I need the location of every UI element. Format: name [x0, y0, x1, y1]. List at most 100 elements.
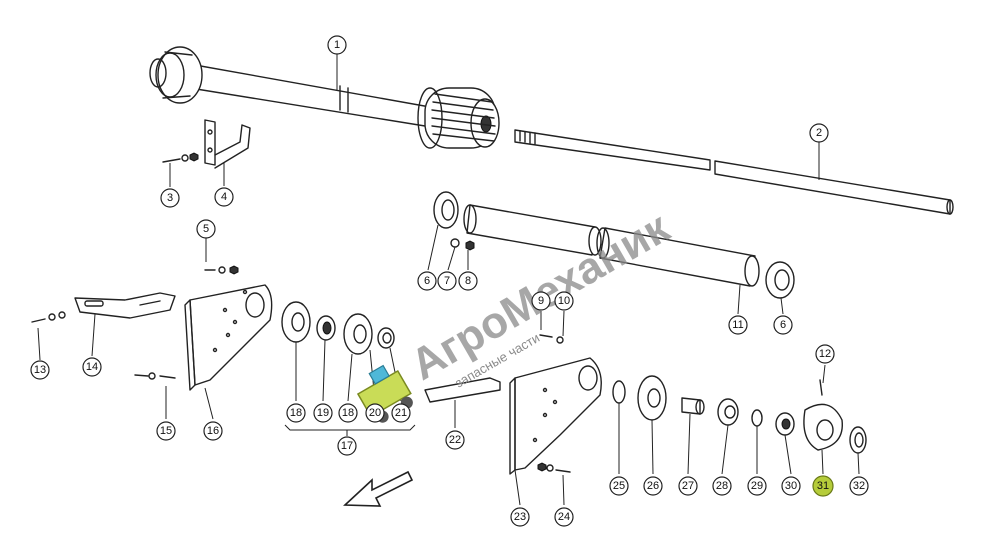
callout-circle — [82, 357, 102, 377]
callout-18[interactable]: 18 — [338, 403, 358, 423]
leader-lines — [37, 54, 860, 506]
callout-16[interactable]: 16 — [203, 421, 223, 441]
callout-30[interactable]: 30 — [781, 476, 801, 496]
callout-label: 25 — [613, 480, 625, 492]
callout-28[interactable]: 28 — [712, 476, 732, 496]
callout-circle — [156, 421, 176, 441]
callout-4[interactable]: 4 — [214, 187, 234, 207]
callout-label: 4 — [221, 191, 227, 203]
callout-label: 22 — [449, 434, 461, 446]
callout-3[interactable]: 3 — [160, 188, 180, 208]
callout-label: 30 — [785, 480, 797, 492]
callout-circle — [678, 476, 698, 496]
callout-29[interactable]: 29 — [747, 476, 767, 496]
callout-14[interactable]: 14 — [82, 357, 102, 377]
callout-label: 8 — [465, 275, 471, 287]
callout-circle — [849, 476, 869, 496]
callout-9[interactable]: 9 — [531, 291, 551, 311]
callout-label: 32 — [853, 480, 865, 492]
bearing-stack — [612, 375, 867, 454]
callout-20[interactable]: 20 — [365, 403, 385, 423]
direction-arrow-icon — [343, 470, 414, 507]
callout-label: 21 — [395, 407, 407, 419]
callout-15[interactable]: 15 — [156, 421, 176, 441]
callout-31[interactable]: 31 — [812, 475, 834, 497]
callout-circle — [160, 188, 180, 208]
callout-label: 13 — [34, 364, 46, 376]
callout-label: 1 — [334, 39, 340, 51]
callout-circle — [747, 476, 767, 496]
callout-circle — [286, 403, 306, 423]
callout-8[interactable]: 8 — [458, 271, 478, 291]
callout-label: 19 — [317, 407, 329, 419]
callout-label: 23 — [514, 511, 526, 523]
callout-label: 17 — [341, 440, 353, 452]
callout-circle — [30, 360, 50, 380]
callout-circle — [338, 403, 358, 423]
callout-label: 15 — [160, 425, 172, 437]
callout-label: 11 — [732, 319, 743, 331]
callout-label: 29 — [751, 480, 763, 492]
callout-32[interactable]: 32 — [849, 476, 869, 496]
callout-6[interactable]: 6 — [417, 271, 437, 291]
splined-shaft — [514, 129, 954, 215]
callout-label: 26 — [647, 480, 659, 492]
callout-circle — [712, 476, 732, 496]
callout-circle — [313, 403, 333, 423]
callout-13[interactable]: 13 — [30, 360, 50, 380]
callout-23[interactable]: 23 — [510, 507, 530, 527]
callout-circle — [391, 403, 411, 423]
callout-19[interactable]: 19 — [313, 403, 333, 423]
callout-circle — [728, 315, 748, 335]
callout-22[interactable]: 22 — [445, 430, 465, 450]
callout-label: 9 — [538, 295, 544, 307]
callout-circle — [554, 507, 574, 527]
callout-5[interactable]: 5 — [196, 219, 216, 239]
callout-18[interactable]: 18 — [286, 403, 306, 423]
callout-26[interactable]: 26 — [643, 476, 663, 496]
callout-circle — [609, 476, 629, 496]
callout-circle — [437, 271, 457, 291]
callout-label: 14 — [86, 361, 98, 373]
callout-circle — [815, 344, 835, 364]
callout-circle — [196, 219, 216, 239]
callout-circle — [781, 476, 801, 496]
callout-1[interactable]: 1 — [327, 35, 347, 55]
callout-17[interactable]: 17 — [337, 436, 357, 456]
callout-label: 3 — [167, 192, 173, 204]
callout-circle — [510, 507, 530, 527]
bracket-14 — [31, 292, 176, 323]
callout-circle — [214, 187, 234, 207]
bracket-4 — [162, 119, 251, 169]
callout-label: 7 — [444, 275, 450, 287]
driveshaft-assembly — [149, 46, 500, 149]
callout-2[interactable]: 2 — [809, 123, 829, 143]
callout-circle — [365, 403, 385, 423]
bearing-group-17 — [281, 301, 416, 436]
callout-21[interactable]: 21 — [391, 403, 411, 423]
callout-7[interactable]: 7 — [437, 271, 457, 291]
callout-10[interactable]: 10 — [554, 291, 574, 311]
callout-label: 24 — [558, 511, 570, 523]
callout-label: 5 — [203, 223, 209, 235]
callout-25[interactable]: 25 — [609, 476, 629, 496]
callout-label: 28 — [716, 480, 728, 492]
callout-circle — [773, 315, 793, 335]
callout-label: 27 — [682, 480, 694, 492]
callout-label: 2 — [816, 127, 822, 139]
callout-circle — [337, 436, 357, 456]
callout-label: 6 — [780, 319, 786, 331]
callout-12[interactable]: 12 — [815, 344, 835, 364]
callout-circle — [203, 421, 223, 441]
callout-24[interactable]: 24 — [554, 507, 574, 527]
callout-label: 31 — [817, 480, 829, 492]
callout-circle — [809, 123, 829, 143]
callout-label: 18 — [290, 407, 302, 419]
callout-label: 10 — [558, 295, 570, 307]
callout-11[interactable]: 11 — [728, 315, 748, 335]
callout-6[interactable]: 6 — [773, 315, 793, 335]
callout-label: 18 — [342, 407, 354, 419]
callout-27[interactable]: 27 — [678, 476, 698, 496]
